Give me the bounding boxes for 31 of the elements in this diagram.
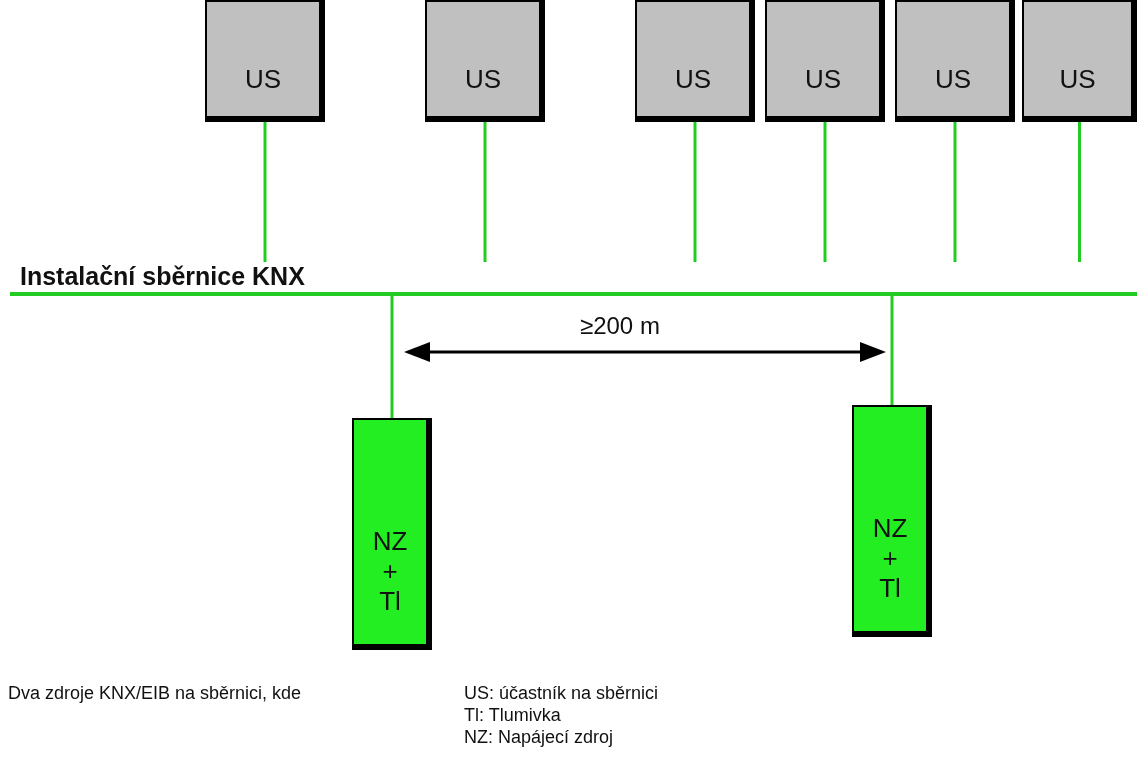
- device-box: [635, 0, 755, 122]
- power-supply-label: NZ + Tl: [372, 526, 408, 616]
- power-supply-box: [852, 405, 932, 637]
- connector-line: [483, 122, 487, 262]
- power-supply-box: [352, 418, 432, 650]
- device-box: [765, 0, 885, 122]
- legend-text: US: účastník na sběrnici: [464, 683, 659, 704]
- connector-line: [823, 122, 827, 262]
- dimension-label: ≥200 m: [580, 312, 660, 340]
- legend-text: NZ: Napájecí zdroj: [464, 727, 614, 748]
- device-label: US: [933, 64, 973, 95]
- connector-line: [953, 122, 957, 262]
- device-label: US: [673, 64, 713, 95]
- connector-line: [390, 296, 394, 418]
- power-supply-label: NZ + Tl: [872, 513, 908, 603]
- connector-line: [693, 122, 697, 262]
- note-text: Dva zdroje KNX/EIB na sběrnici, kde: [8, 683, 302, 704]
- bus-label: Instalační sběrnice KNX: [20, 262, 305, 291]
- device-box: [425, 0, 545, 122]
- device-label: US: [463, 64, 503, 95]
- device-box: [1022, 0, 1137, 122]
- device-label: US: [803, 64, 843, 95]
- legend-text: Tl: Tlumivka: [464, 705, 561, 726]
- device-label: US: [1058, 64, 1097, 95]
- bus-line: [10, 262, 1137, 296]
- device-box: [205, 0, 325, 122]
- device-box: [895, 0, 1015, 122]
- connector-line: [1078, 122, 1081, 262]
- connector-line: [263, 122, 267, 262]
- device-label: US: [243, 64, 283, 95]
- connector-line: [890, 296, 894, 405]
